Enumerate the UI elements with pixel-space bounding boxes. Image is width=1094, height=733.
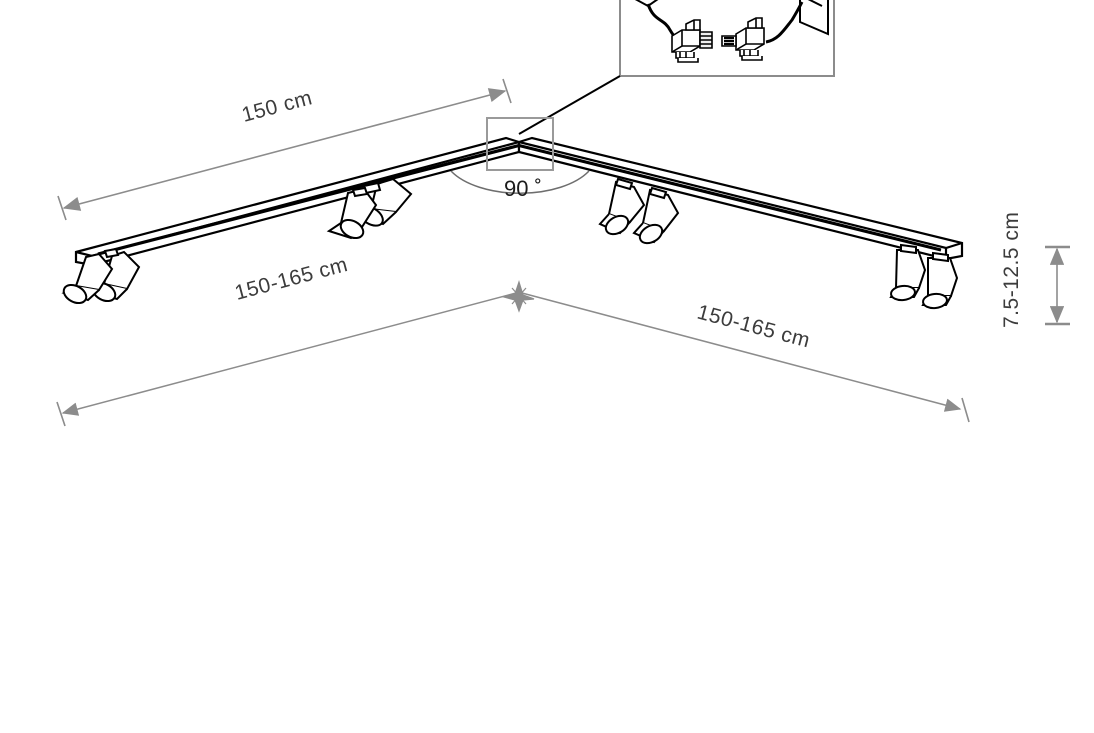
detail-inset-panel bbox=[619, 0, 835, 77]
spotlight-head bbox=[632, 188, 680, 245]
spotlight-mount bbox=[648, 186, 668, 200]
track-rail-left bbox=[74, 136, 521, 267]
spotlight-mount bbox=[351, 186, 369, 198]
angle-arc bbox=[450, 170, 590, 194]
spotlight-mount bbox=[103, 247, 120, 259]
track-rail-right bbox=[517, 136, 964, 261]
spotlight-mount bbox=[614, 177, 634, 191]
spotlight-mount bbox=[900, 243, 917, 255]
dimension-tick-right bbox=[502, 78, 512, 104]
dimension-tick-lower-left bbox=[56, 401, 66, 427]
angle-label: 90 ˚ bbox=[504, 176, 542, 201]
spotlight-head bbox=[61, 252, 114, 305]
dimension-label-lower-right: 150-165 cm bbox=[695, 301, 813, 353]
spotlight-group-right-mid bbox=[598, 177, 680, 245]
spotlight-mount bbox=[932, 251, 949, 263]
spotlight-head bbox=[598, 180, 646, 236]
dimension-lower-right-line bbox=[521, 292, 962, 412]
spotlight-group-left-mid bbox=[326, 177, 413, 240]
spotlight-group-left-end bbox=[61, 247, 141, 305]
dimension-label-lower-left: 150-165 cm bbox=[232, 253, 350, 305]
inset-connector-right bbox=[721, 17, 765, 61]
dimension-label-top-left: 150 cm bbox=[239, 86, 314, 127]
dimension-label-height: 7.5-12.5 cm bbox=[1000, 212, 1023, 328]
dimension-tick-lower-right bbox=[961, 397, 970, 423]
dimension-apex-marker bbox=[501, 280, 535, 313]
dimension-height: 7.5-12.5 cm bbox=[1000, 212, 1070, 328]
inset-connector-left bbox=[671, 19, 713, 63]
dimension-top-left-arrow bbox=[62, 88, 507, 211]
spotlight-head bbox=[921, 257, 959, 310]
inset-cable-right bbox=[765, 1, 804, 44]
dimension-tick-left bbox=[57, 195, 67, 221]
spotlight-group-right-end bbox=[889, 243, 959, 310]
dimension-lower-right-rail: 150-165 cm bbox=[521, 292, 970, 423]
corner-highlight-box bbox=[486, 117, 554, 171]
dimension-lower-left-line bbox=[61, 292, 517, 416]
spotlight-head bbox=[889, 249, 927, 302]
detail-leader-line bbox=[518, 75, 621, 135]
corner-angle-indicator: 90 ˚ bbox=[450, 170, 590, 201]
